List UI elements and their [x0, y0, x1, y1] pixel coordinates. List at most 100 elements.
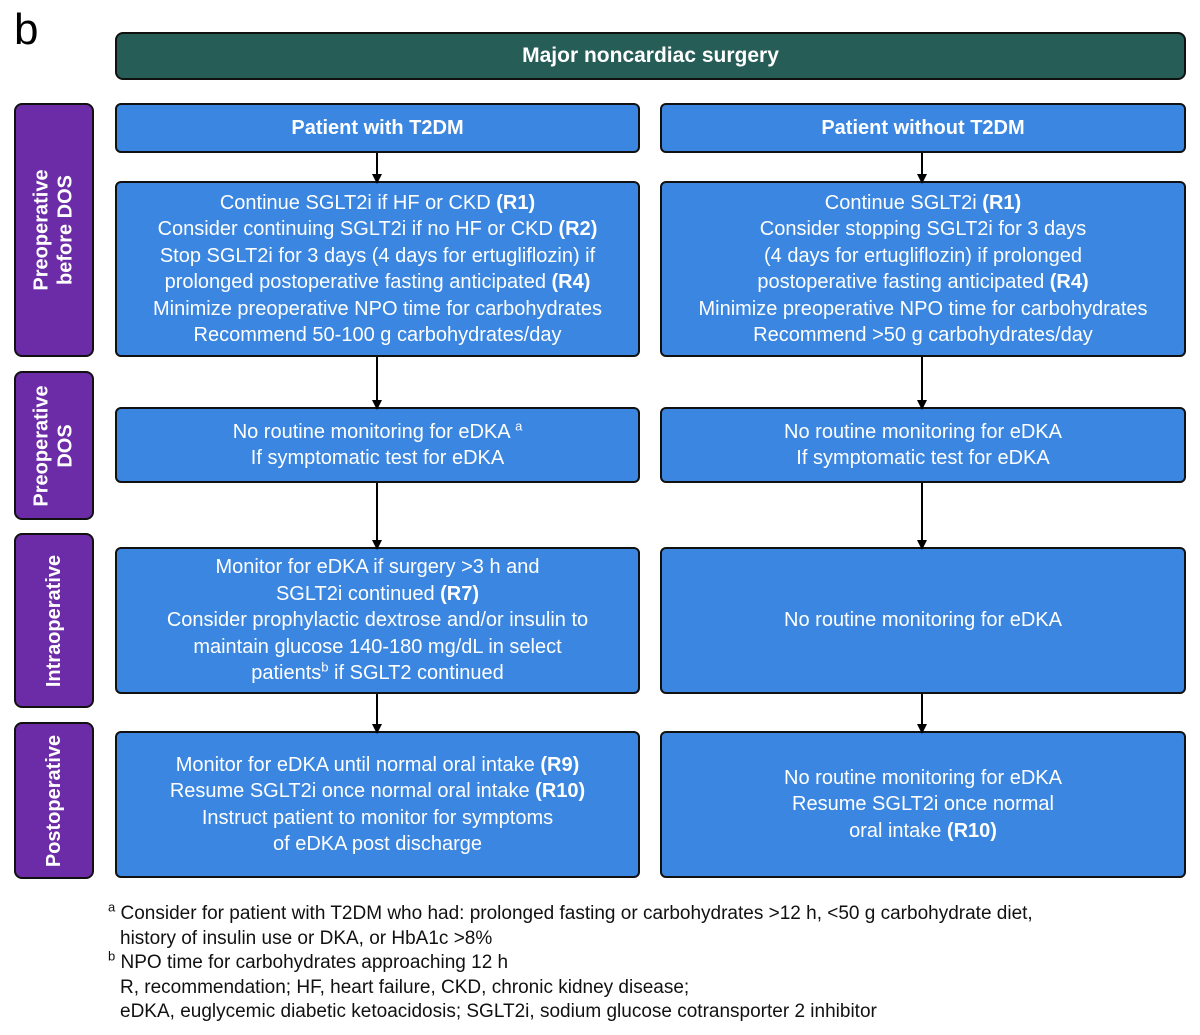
text-line: If symptomatic test for eDKA	[251, 445, 504, 472]
text-line: Resume SGLT2i once normal oral intake (R…	[170, 778, 585, 805]
box-left-postoperative: Monitor for eDKA until normal oral intak…	[115, 731, 640, 878]
diagram-title: Major noncardiac surgery	[522, 44, 779, 67]
line-text: Monitor for eDKA until normal oral intak…	[175, 753, 541, 776]
recommendation-ref: (R9)	[540, 753, 580, 776]
recommendation-ref: (R10)	[946, 819, 997, 842]
header-without-t2dm: Patient without T2DM	[660, 103, 1186, 153]
line-text: No routine monitoring for eDKA	[784, 766, 1062, 789]
text-line: prolonged postoperative fasting anticipa…	[165, 269, 591, 296]
text-line: Minimize preoperative NPO time for carbo…	[153, 296, 602, 323]
text-line: No routine monitoring for eDKA	[784, 607, 1062, 634]
line-text: Continue SGLT2i	[824, 191, 983, 214]
line-text: Consider continuing SGLT2i if no HF or C…	[157, 218, 559, 240]
line-text: Consider prophylactic dextrose and/or in…	[166, 609, 589, 632]
box-right-intraoperative: No routine monitoring for eDKA	[660, 547, 1186, 694]
text-line: Recommend >50 g carbohydrates/day	[753, 322, 1093, 349]
line-text: If symptomatic test for eDKA	[250, 447, 505, 469]
text-line: patientsb if SGLT2 continued	[251, 660, 504, 687]
stage-preoperative-dos: Preoperative DOS	[14, 371, 94, 520]
recommendation-ref: (R10)	[535, 780, 586, 802]
footnote-line: R, recommendation; HF, heart failure, CK…	[108, 976, 1033, 1001]
line-text: if SGLT2 continued	[328, 662, 504, 685]
footnote-text: eDKA, euglycemic diabetic ketoacidosis; …	[120, 1001, 877, 1022]
footnote-text: NPO time for carbohydrates approaching 1…	[115, 952, 509, 973]
text-line: Recommend 50-100 g carbohydrates/day	[194, 322, 562, 349]
text-line: Instruct patient to monitor for symptoms	[202, 805, 553, 832]
text-line: Stop SGLT2i for 3 days (4 days for ertug…	[160, 243, 595, 270]
text-line: Continue SGLT2i (R1)	[825, 190, 1021, 217]
line-text: postoperative fasting anticipated	[757, 271, 1050, 293]
footnote-marker: a	[108, 899, 116, 915]
footnote-marker: b	[321, 659, 329, 675]
line-text: Stop SGLT2i for 3 days (4 days for ertug…	[159, 244, 596, 267]
footnote-text: Consider for patient with T2DM who had: …	[115, 903, 1033, 924]
text-line: oral intake (R10)	[849, 818, 997, 845]
line-text: Resume SGLT2i once normal oral intake	[169, 780, 536, 802]
footnotes: a Consider for patient with T2DM who had…	[108, 899, 1033, 1025]
text-line: Consider continuing SGLT2i if no HF or C…	[158, 216, 598, 243]
text-line: Minimize preoperative NPO time for carbo…	[698, 296, 1147, 323]
box-left-preoperative-before-dos: Continue SGLT2i if HF or CKD (R1)Conside…	[115, 181, 640, 357]
stage-intraoperative: Intraoperative	[14, 533, 94, 708]
line-text: prolonged postoperative fasting anticipa…	[164, 271, 552, 293]
recommendation-ref: (R7)	[440, 582, 480, 605]
footnote-line: history of insulin use or DKA, or HbA1c …	[108, 927, 1033, 952]
line-text: Instruct patient to monitor for symptoms	[201, 806, 554, 829]
line-text: maintain glucose 140-180 mg/dL in select	[193, 635, 562, 658]
text-line: Resume SGLT2i once normal	[792, 791, 1054, 818]
line-text: No routine monitoring for eDKA	[232, 420, 516, 443]
line-text: If symptomatic test for eDKA	[796, 447, 1050, 469]
line-text: Minimize preoperative NPO time for carbo…	[152, 297, 603, 320]
footnote-line: b NPO time for carbohydrates approaching…	[108, 948, 1033, 976]
box-right-postoperative: No routine monitoring for eDKA Resume SGL…	[660, 731, 1186, 878]
text-line: SGLT2i continued (R7)	[276, 581, 479, 608]
line-text: of eDKA post discharge	[272, 833, 482, 855]
box-right-preoperative-dos: No routine monitoring for eDKA If symptom…	[660, 407, 1186, 483]
line-text: Recommend 50-100 g carbohydrates/day	[193, 324, 562, 346]
line-text: (4 days for ertugliflozin) if prolonged	[764, 244, 1082, 267]
line-text: oral intake	[849, 819, 947, 842]
text-line: No routine monitoring for eDKA	[784, 419, 1062, 446]
footnote-line: a Consider for patient with T2DM who had…	[108, 899, 1033, 927]
title-box: Major noncardiac surgery	[115, 32, 1186, 80]
line-text: No routine monitoring for eDKA	[784, 609, 1062, 632]
text-line: Monitor for eDKA if surgery >3 h and	[215, 554, 539, 581]
line-text: No routine monitoring for eDKA	[784, 420, 1062, 443]
footnote-marker: b	[108, 948, 116, 964]
recommendation-ref: (R4)	[1049, 271, 1089, 293]
stage-preoperative-before-dos: Preoperative before DOS	[14, 103, 94, 357]
text-line: postoperative fasting anticipated (R4)	[757, 269, 1088, 296]
stage-postoperative: Postoperative	[14, 722, 94, 879]
text-line: Continue SGLT2i if HF or CKD (R1)	[220, 190, 535, 217]
recommendation-ref: (R2)	[558, 218, 598, 240]
text-line: No routine monitoring for eDKA	[784, 765, 1062, 792]
recommendation-ref: (R4)	[551, 271, 591, 293]
panel-label: b	[14, 5, 39, 54]
text-line: maintain glucose 140-180 mg/dL in select	[193, 634, 561, 661]
line-text: Recommend >50 g carbohydrates/day	[753, 324, 1093, 346]
text-line: Consider prophylactic dextrose and/or in…	[167, 607, 588, 634]
text-line: (4 days for ertugliflozin) if prolonged	[764, 243, 1082, 270]
line-text: Consider stopping SGLT2i for 3 days	[759, 218, 1087, 240]
line-text: Monitor for eDKA if surgery >3 h and	[215, 556, 540, 579]
footnote-marker: a	[515, 417, 523, 433]
footnote-line: eDKA, euglycemic diabetic ketoacidosis; …	[108, 1000, 1033, 1025]
text-line: No routine monitoring for eDKA a	[233, 419, 523, 446]
text-line: If symptomatic test for eDKA	[796, 445, 1049, 472]
text-line: Consider stopping SGLT2i for 3 days	[760, 216, 1086, 243]
box-right-preoperative-before-dos: Continue SGLT2i (R1)Consider stopping SG…	[660, 181, 1186, 357]
header-with-t2dm: Patient with T2DM	[115, 103, 640, 153]
text-line: of eDKA post discharge	[273, 831, 482, 858]
line-text: patients	[251, 662, 322, 685]
line-text: Minimize preoperative NPO time for carbo…	[698, 297, 1148, 320]
recommendation-ref: (R1)	[496, 191, 536, 214]
line-text: Continue SGLT2i if HF or CKD	[219, 191, 497, 214]
recommendation-ref: (R1)	[982, 191, 1022, 214]
footnote-text: history of insulin use or DKA, or HbA1c …	[120, 927, 493, 949]
line-text: Resume SGLT2i once normal	[792, 793, 1054, 816]
footnote-text: R, recommendation; HF, heart failure, CK…	[120, 976, 690, 998]
line-text: SGLT2i continued	[275, 582, 441, 605]
